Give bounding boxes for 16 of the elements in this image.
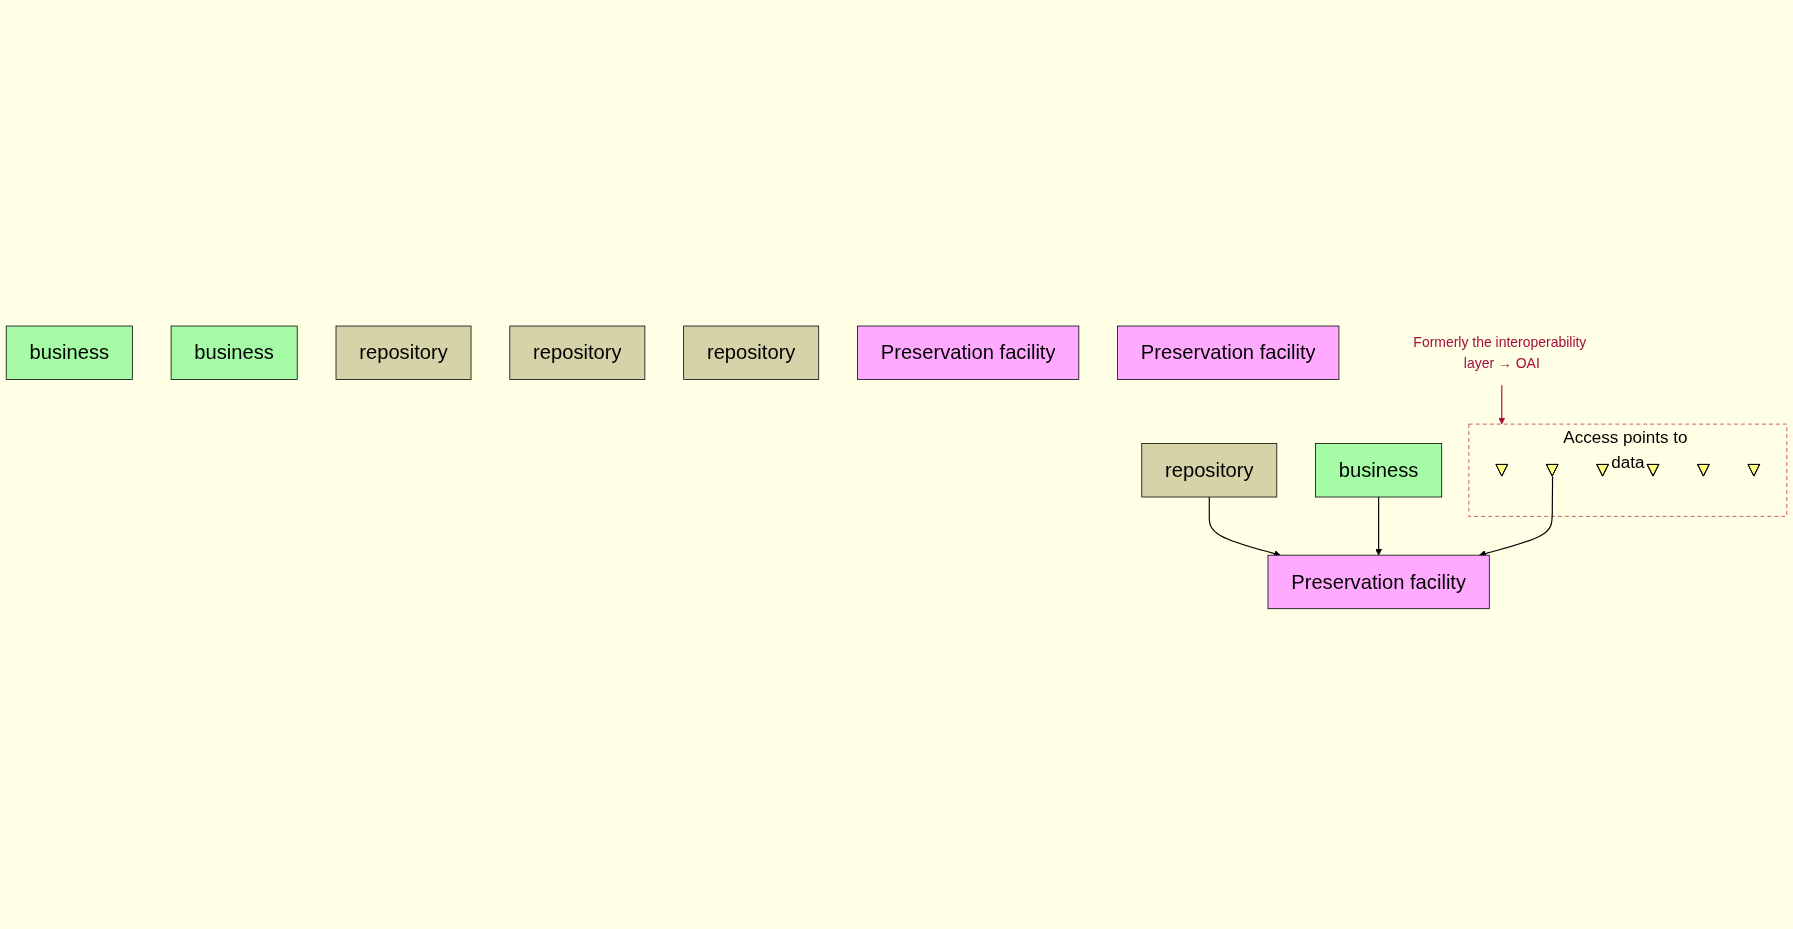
node-box: business (1315, 443, 1443, 498)
node-text: Formerly the interoperability layer → OAI (1413, 334, 1587, 371)
arrow (1375, 496, 1383, 556)
node-box: Preservation facility (857, 325, 1080, 380)
arrow (1478, 475, 1554, 557)
cluster: Access points to data (1468, 423, 1788, 517)
node-box: repository (683, 325, 820, 380)
node-box: repository (1141, 443, 1278, 498)
node-box: Preservation facility (1267, 554, 1490, 610)
node-box: Preservation facility (1117, 325, 1340, 380)
node-box: business (170, 325, 298, 380)
arrow (1208, 496, 1281, 557)
node-box: repository (509, 325, 646, 380)
node-box: business (5, 325, 133, 380)
arrow (1498, 384, 1506, 425)
node-box: repository (335, 325, 472, 380)
